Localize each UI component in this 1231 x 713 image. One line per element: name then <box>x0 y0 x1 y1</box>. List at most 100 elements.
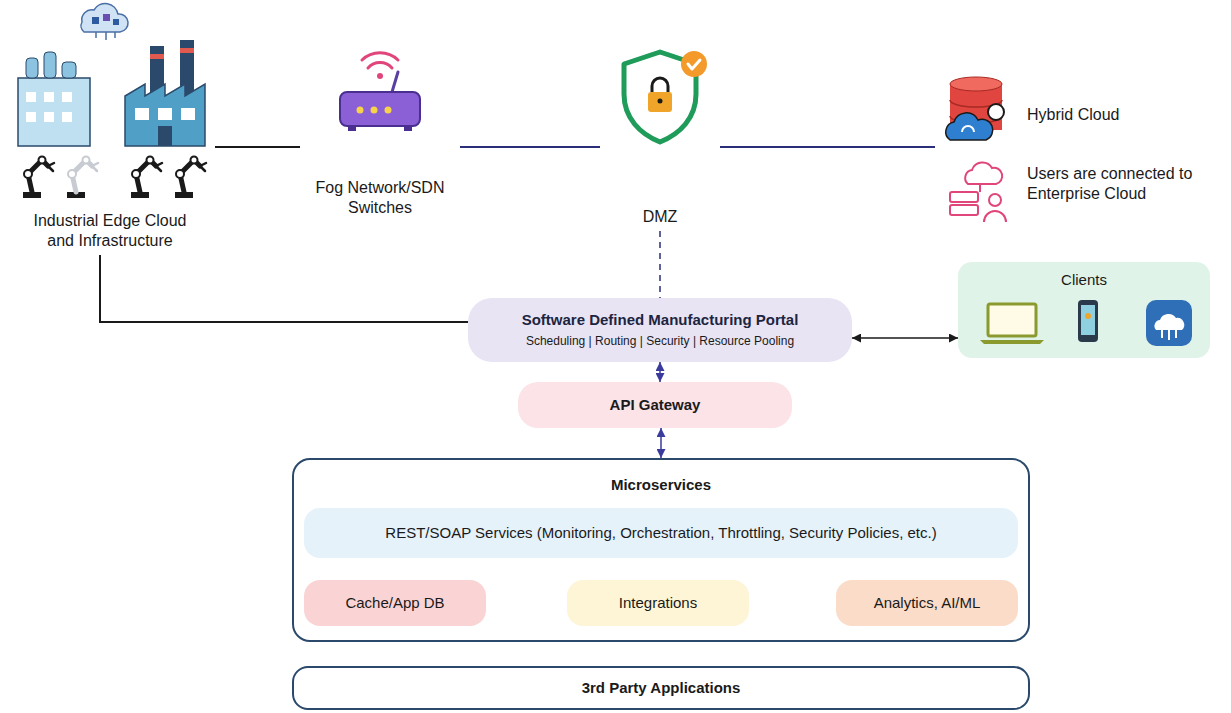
factory-illustration <box>44 92 54 102</box>
database-cloud-icon <box>962 126 974 132</box>
router-icon <box>340 92 420 126</box>
shield-icon <box>681 51 707 77</box>
router-icon <box>385 107 392 114</box>
client-device-icons <box>1162 330 1176 340</box>
users-cloud-icon <box>950 205 978 215</box>
factory-illustration <box>26 58 38 78</box>
router-icon <box>377 73 383 79</box>
factory-illustration <box>103 14 110 21</box>
factory-illustration <box>23 157 54 199</box>
service-band: REST/SOAP Services (Monitoring, Orchestr… <box>304 508 1018 558</box>
shield-icon <box>688 60 700 69</box>
box-label: Industrial Edge Cloud and Infrastructure <box>20 211 200 251</box>
factory-illustration <box>113 19 119 25</box>
factory-illustration <box>158 126 172 146</box>
icon-label-node: Industrial Edge Cloud and Infrastructure <box>5 5 215 251</box>
box-label: Hybrid Cloud <box>1027 105 1119 125</box>
shield-icon <box>648 92 672 112</box>
factory-illustration <box>96 32 115 40</box>
client-device-icons <box>980 300 1192 346</box>
client-device-icons <box>1081 305 1095 335</box>
router-icon <box>404 126 412 131</box>
network-link <box>215 146 300 148</box>
box-label: Fog Network/SDN Switches <box>310 178 450 218</box>
client-device-icons <box>1085 313 1091 319</box>
shield-icon <box>658 99 663 104</box>
flow-arrow <box>660 428 662 458</box>
icon-label-node: DMZ <box>600 45 720 227</box>
clients-panel: Clients <box>958 262 1210 358</box>
clients-panel <box>958 262 1210 358</box>
router-icon <box>371 107 378 114</box>
connector-group <box>100 147 958 458</box>
client-device-icons <box>980 340 1044 344</box>
factory-illustration <box>175 157 206 199</box>
database-cloud-icon <box>946 77 1004 140</box>
box-label: Integrations <box>619 594 697 613</box>
box-label: Users are connected to Enterprise Cloud <box>1027 164 1205 204</box>
flow-arrow <box>852 337 958 339</box>
factory-illustration <box>158 108 172 120</box>
router-icon <box>340 53 420 131</box>
factory-illustration <box>181 108 195 120</box>
network-link <box>100 255 468 322</box>
gateway-box: API Gateway <box>518 382 792 428</box>
box-label: Cache/App DB <box>345 594 444 613</box>
factory-illustration <box>81 4 128 32</box>
users-cloud-icon <box>950 192 978 202</box>
service-box: Analytics, AI/ML <box>836 580 1018 626</box>
network-link <box>460 146 600 148</box>
box-label: DMZ <box>600 207 720 227</box>
factory-illustration <box>67 157 98 199</box>
factory-illustration <box>44 52 56 78</box>
factory-illustration <box>62 112 72 122</box>
icon-label-node: Fog Network/SDN Switches <box>300 50 460 218</box>
client-device-icons <box>988 304 1036 336</box>
box-label: Microservices <box>294 476 1028 495</box>
service-box: Integrations <box>567 580 749 626</box>
client-device-icons <box>1078 300 1098 342</box>
users-cloud-icon <box>979 184 981 192</box>
factory-illustration <box>62 92 72 102</box>
box-subtitle: Scheduling | Routing | Security | Resour… <box>526 334 794 349</box>
router-icon <box>357 107 364 114</box>
database-cloud-icon <box>946 113 993 140</box>
client-device-icons <box>1154 314 1184 330</box>
router-icon <box>362 53 398 68</box>
box-label: REST/SOAP Services (Monitoring, Orchestr… <box>385 524 936 543</box>
portal-box: Software Defined Manufacturing PortalSch… <box>468 298 852 362</box>
shield-icon <box>624 51 707 142</box>
factory-illustration <box>18 4 206 198</box>
flow-arrow <box>659 362 661 382</box>
database-cloud-icon <box>950 77 1002 91</box>
users-cloud-icon <box>989 194 1001 206</box>
factory-illustration <box>150 54 164 59</box>
service-box: Cache/App DB <box>304 580 486 626</box>
box-label: Analytics, AI/ML <box>874 594 981 613</box>
network-link <box>659 231 661 298</box>
factory-illustration <box>180 48 194 53</box>
icon-label-node: Hybrid Cloud <box>935 78 1175 152</box>
factory-illustration <box>18 78 90 146</box>
factory-illustration <box>62 62 76 78</box>
network-link <box>720 146 935 148</box>
factory-illustration <box>92 17 99 24</box>
factory-illustration <box>26 112 36 122</box>
applications-bar: 3rd Party Applications <box>292 666 1030 710</box>
client-device-icons <box>1146 300 1192 346</box>
microservices-container: MicroservicesREST/SOAP Services (Monitor… <box>292 458 1030 642</box>
router-icon <box>392 72 398 92</box>
box-label: Clients <box>958 271 1210 290</box>
database-cloud-icon <box>988 104 1004 120</box>
box-label: Software Defined Manufacturing Portal <box>522 311 799 330</box>
icon-label-node: Users are connected to Enterprise Cloud <box>935 160 1205 226</box>
factory-illustration <box>44 112 54 122</box>
router-icon <box>348 126 356 131</box>
factory-illustration <box>26 92 36 102</box>
factory-illustration <box>131 157 162 199</box>
users-cloud-icon <box>965 162 1002 184</box>
factory-illustration <box>125 84 205 146</box>
users-cloud-icon <box>950 162 1006 222</box>
factory-illustration <box>135 108 149 120</box>
